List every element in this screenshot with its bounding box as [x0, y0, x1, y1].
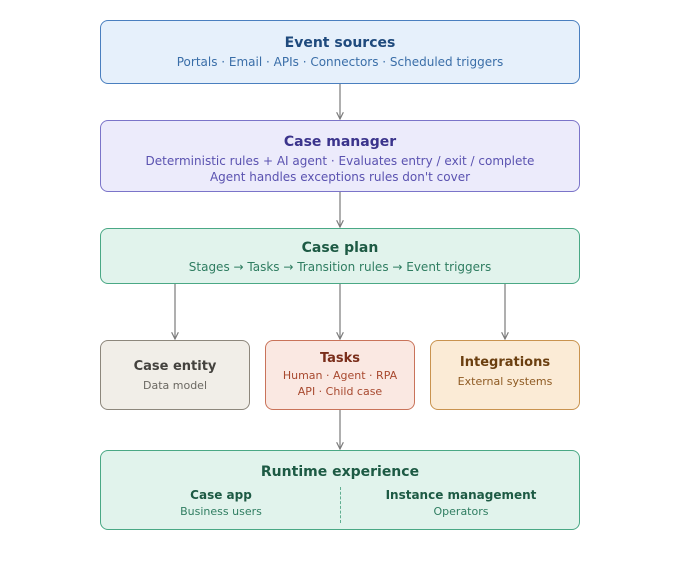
event-sources-title: Event sources	[284, 35, 396, 51]
instance-management-title: Instance management	[385, 488, 537, 502]
case-app-subtitle: Business users	[180, 505, 262, 518]
case-entity-subtitle: Data model	[142, 379, 207, 392]
case-manager-box: Case manager Deterministic rules + AI ag…	[100, 120, 580, 192]
tasks-box: Tasks Human · Agent · RPA API · Child ca…	[265, 340, 415, 410]
integrations-subtitle: External systems	[457, 375, 553, 388]
case-entity-box: Case entity Data model	[100, 340, 250, 410]
runtime-divider	[340, 487, 341, 523]
case-plan-subtitle: Stages → Tasks → Transition rules → Even…	[188, 260, 492, 274]
event-sources-box: Event sources Portals · Email · APIs · C…	[100, 20, 580, 84]
tasks-title: Tasks	[319, 351, 361, 366]
case-plan-box: Case plan Stages → Tasks → Transition ru…	[100, 228, 580, 284]
event-sources-subtitle: Portals · Email · APIs · Connectors · Sc…	[176, 55, 504, 69]
runtime-experience-title: Runtime experience	[260, 464, 420, 480]
integrations-title: Integrations	[459, 355, 551, 370]
case-manager-title: Case manager	[283, 134, 397, 150]
case-entity-title: Case entity	[133, 359, 217, 374]
instance-management-column: Instance management Operators	[341, 487, 581, 520]
case-app-title: Case app	[190, 488, 252, 502]
integrations-box: Integrations External systems	[430, 340, 580, 410]
instance-management-subtitle: Operators	[433, 505, 489, 518]
tasks-line2: API · Child case	[297, 385, 383, 398]
case-manager-line2: Agent handles exceptions rules don't cov…	[209, 170, 471, 184]
case-manager-line1: Deterministic rules + AI agent · Evaluat…	[145, 154, 535, 168]
runtime-experience-box: Runtime experience Case app Business use…	[100, 450, 580, 530]
case-plan-title: Case plan	[301, 240, 379, 256]
tasks-line1: Human · Agent · RPA	[282, 369, 398, 382]
case-app-column: Case app Business users	[101, 487, 341, 520]
